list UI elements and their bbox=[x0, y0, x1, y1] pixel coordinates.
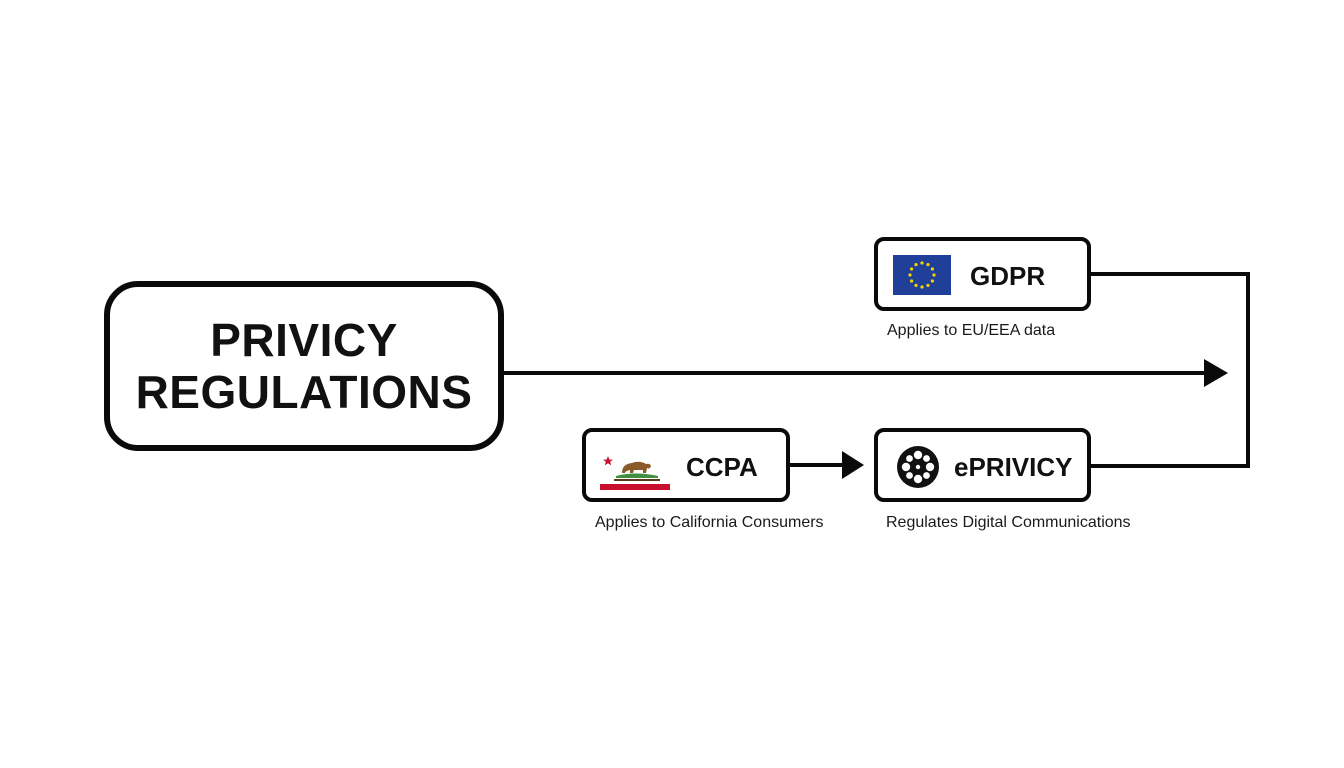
eprivacy-caption: Regulates Digital Communications bbox=[886, 514, 1131, 531]
gdpr-label: GDPR bbox=[970, 261, 1046, 291]
eprivacy-box: ePRIVICY bbox=[874, 428, 1091, 502]
privacy-regulations-box: PRIVICY REGULATIONS bbox=[104, 281, 504, 451]
ccpa-eprivacy-arrow-head bbox=[842, 451, 864, 479]
main-title-line-2: REGULATIONS bbox=[135, 366, 473, 418]
film-reel-icon bbox=[897, 446, 939, 488]
gdpr-caption: Applies to EU/EEA data bbox=[887, 322, 1056, 339]
ccpa-box: CCPA bbox=[582, 428, 790, 502]
eprivacy-label: ePRIVICY bbox=[954, 452, 1073, 482]
ccpa-caption: Applies to California Consumers bbox=[595, 514, 824, 531]
main-title-line-1: PRIVICY bbox=[210, 314, 398, 366]
eu-flag-icon bbox=[893, 255, 951, 295]
gdpr-eprivacy-connector bbox=[1091, 272, 1250, 468]
gdpr-box: GDPR bbox=[874, 237, 1091, 311]
california-flag-icon bbox=[600, 446, 670, 490]
ccpa-label: CCPA bbox=[686, 452, 758, 482]
main-arrow-head bbox=[1204, 359, 1228, 387]
